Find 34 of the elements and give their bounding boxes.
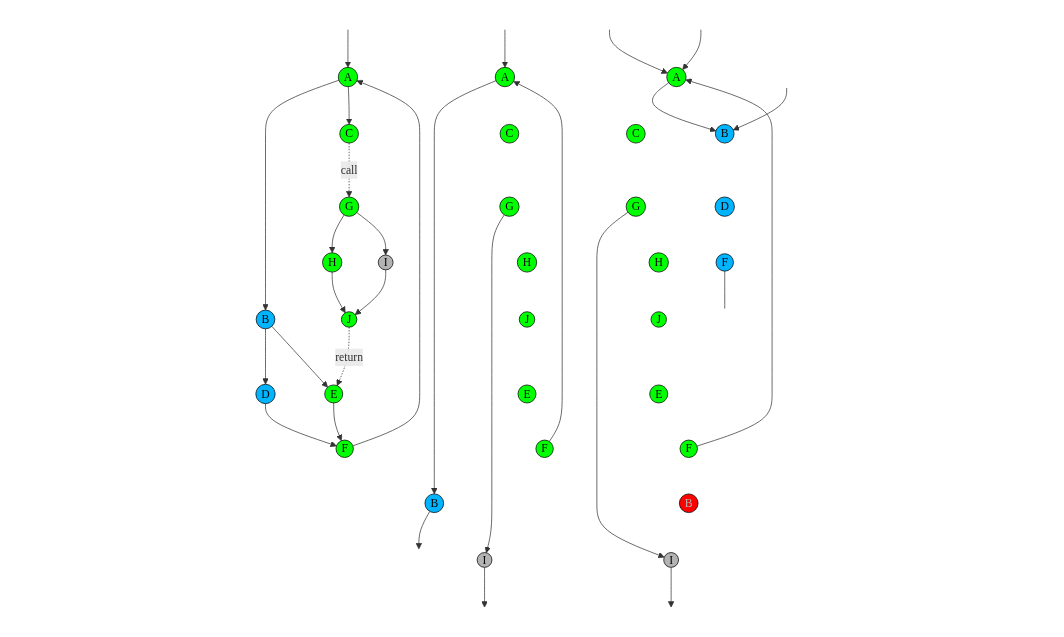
node-circle: G	[338, 196, 359, 217]
node-circle: E	[517, 384, 537, 404]
node-circle: G	[625, 196, 646, 217]
node-circle: H	[648, 252, 669, 273]
node-circle: C	[625, 124, 646, 144]
node-circle: I	[663, 552, 679, 568]
node-circle: D	[255, 383, 276, 404]
node-circle: I	[476, 552, 493, 568]
node-circle: F	[535, 439, 554, 458]
node-circle: E	[649, 384, 668, 404]
node-circle: C	[339, 124, 359, 144]
node-circle: E	[324, 384, 343, 404]
node-circle: J	[518, 311, 535, 328]
edge-label: call	[340, 163, 358, 176]
node-circle: B	[678, 493, 699, 513]
node-circle: A	[666, 67, 687, 88]
connector	[724, 270, 725, 309]
node-circle: A	[337, 67, 358, 88]
node-circle: B	[714, 124, 735, 144]
edge-label: return	[335, 350, 363, 364]
node-circle: B	[424, 493, 444, 513]
node-circle: F	[679, 439, 698, 458]
node-circle: F	[335, 439, 354, 458]
node-circle: B	[255, 309, 276, 330]
node-circle: I	[377, 254, 394, 271]
node-circle: J	[650, 311, 667, 328]
node-circle: H	[321, 252, 343, 273]
node-circle: C	[499, 124, 519, 144]
node-circle: F	[715, 253, 734, 272]
node-circle: G	[499, 196, 520, 217]
node-circle: J	[340, 311, 358, 328]
node-circle: A	[494, 67, 515, 88]
node-circle: H	[516, 252, 537, 273]
node-circle: D	[714, 196, 735, 217]
